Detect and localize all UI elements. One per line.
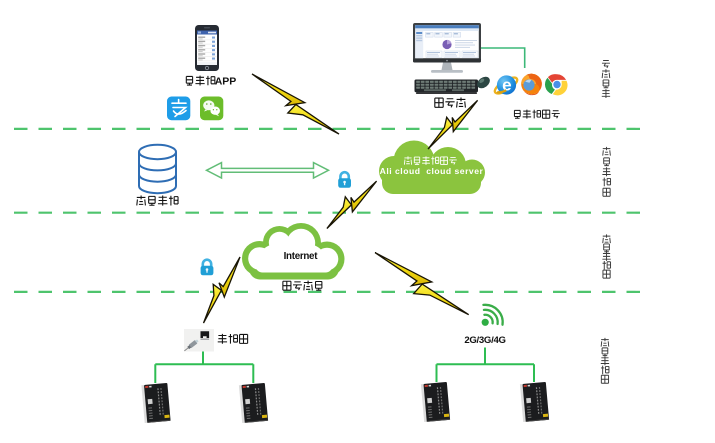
- svg-text:2G/3G/4G: 2G/3G/4G: [464, 335, 505, 346]
- svg-text:e: e: [502, 76, 511, 95]
- svg-text:Ali cloud cloud server: Ali cloud cloud server: [380, 166, 484, 176]
- svg-text:APP: APP: [215, 75, 237, 87]
- svg-text:Internet: Internet: [284, 251, 319, 262]
